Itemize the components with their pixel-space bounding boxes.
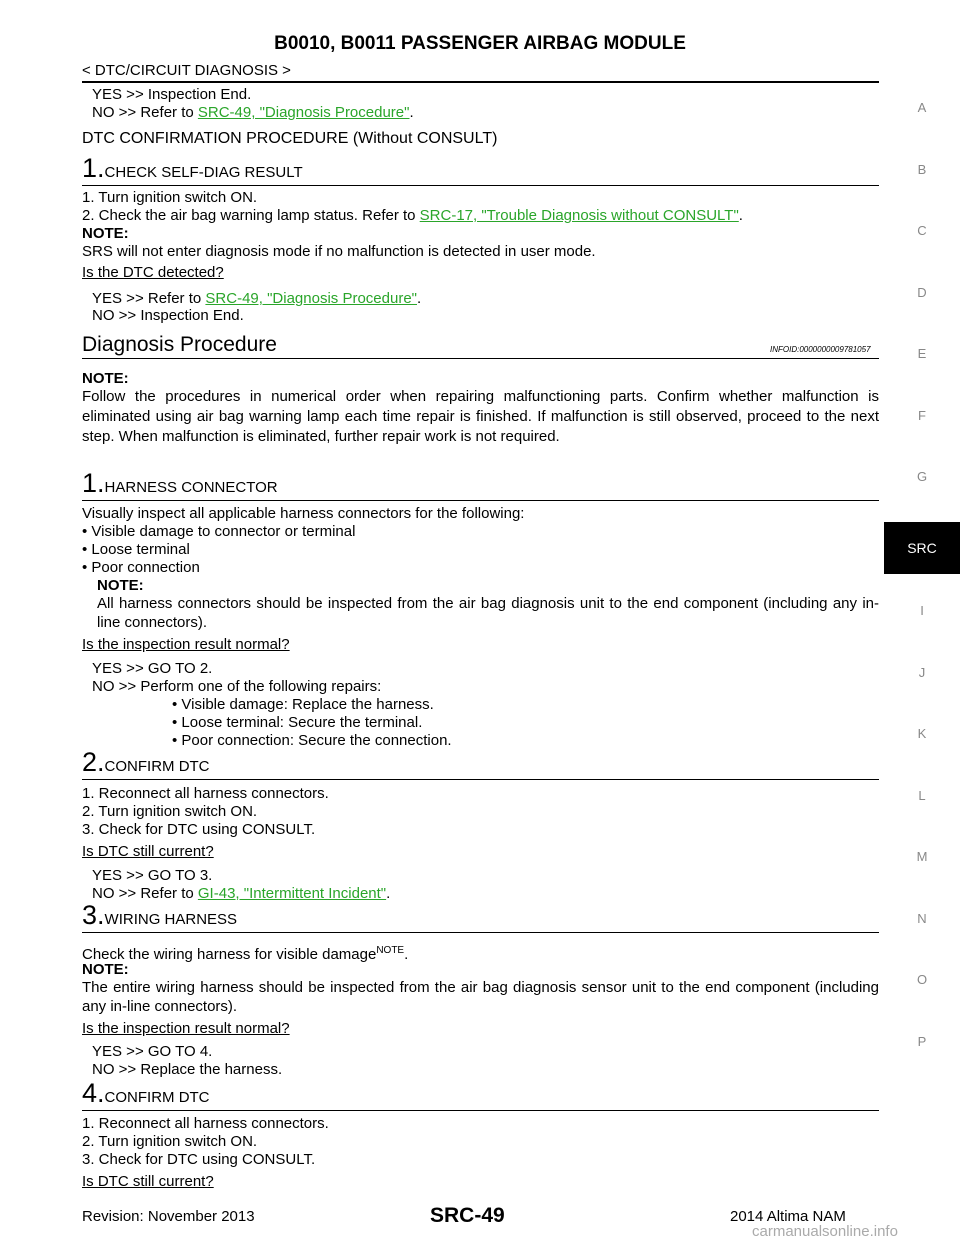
selfdiag-question: Is the DTC detected?	[82, 264, 224, 281]
tab-b[interactable]: B	[917, 162, 927, 177]
link-gi-43[interactable]: GI-43, "Intermittent Incident"	[197, 885, 387, 902]
tab-d[interactable]: D	[917, 285, 927, 300]
list-item: • Visible damage to connector or termina…	[82, 523, 356, 540]
tab-g[interactable]: G	[916, 469, 928, 484]
note-label: NOTE:	[82, 370, 129, 387]
step-heading-1: 1.HARNESS CONNECTOR	[82, 468, 278, 498]
list-item: • Poor connection	[82, 559, 200, 576]
step-divider	[82, 185, 879, 186]
step1-question: Is the inspection result normal?	[82, 636, 290, 653]
tab-m[interactable]: M	[916, 849, 928, 864]
link-src-49[interactable]: SRC-49, "Diagnosis Procedure"	[197, 104, 410, 121]
selfdiag-no: NO >> Inspection End.	[92, 307, 244, 324]
page-title: B0010, B0011 PASSENGER AIRBAG MODULE	[274, 33, 686, 54]
step1-no: NO >> Perform one of the following repai…	[92, 678, 382, 695]
tab-i[interactable]: I	[920, 603, 924, 618]
watermark: carmanualsonline.info	[752, 1223, 898, 1240]
dtc-confirmation-heading: DTC CONFIRMATION PROCEDURE (Without CONS…	[82, 130, 498, 147]
step-heading-4: 4.CONFIRM DTC	[82, 1078, 210, 1108]
page-number: SRC-49	[430, 1204, 505, 1227]
tab-c[interactable]: C	[917, 223, 927, 238]
note-label: NOTE:	[82, 961, 129, 978]
step4-question: Is DTC still current?	[82, 1173, 214, 1190]
diagnosis-procedure-heading: Diagnosis Procedure	[82, 333, 277, 356]
diagnosis-note: Follow the procedures in numerical order…	[82, 388, 879, 445]
list-item: 3. Check for DTC using CONSULT.	[82, 1151, 316, 1168]
step1-yes: YES >> GO TO 2.	[92, 660, 213, 677]
step3-yes: YES >> GO TO 4.	[92, 1043, 213, 1060]
header-divider	[82, 81, 879, 83]
note-label: NOTE:	[82, 225, 129, 242]
step-divider	[82, 932, 879, 933]
info-id: INFOID:0000000009781057	[770, 345, 871, 354]
tab-p[interactable]: P	[917, 1034, 927, 1049]
link-src-49[interactable]: SRC-49, "Diagnosis Procedure"	[205, 290, 417, 307]
step-heading-selfdiag: 1.CHECK SELF-DIAG RESULT	[82, 153, 303, 183]
note-label: NOTE:	[97, 577, 144, 594]
tab-j[interactable]: J	[918, 665, 926, 680]
tab-o[interactable]: O	[916, 972, 928, 987]
model-year: 2014 Altima NAM	[730, 1208, 846, 1225]
link-src-17[interactable]: SRC-17, "Trouble Diagnosis without CONSU…	[419, 207, 739, 224]
selfdiag-note: SRS will not enter diagnosis mode if no …	[82, 243, 596, 260]
step3-note: The entire wiring harness should be insp…	[82, 979, 879, 1015]
list-item: 3. Check for DTC using CONSULT.	[82, 821, 316, 838]
top-no: NO >> Refer to SRC-49, "Diagnosis Proced…	[92, 104, 414, 121]
step3-no: NO >> Replace the harness.	[92, 1061, 283, 1078]
top-yes: YES >> Inspection End.	[92, 86, 252, 103]
selfdiag-yes: YES >> Refer to SRC-49, "Diagnosis Proce…	[92, 290, 422, 307]
list-item: • Poor connection: Secure the connection…	[172, 732, 452, 749]
step1-intro: Visually inspect all applicable harness …	[82, 505, 525, 522]
tab-l[interactable]: L	[918, 788, 926, 803]
tab-a[interactable]: A	[917, 100, 927, 115]
tab-n[interactable]: N	[917, 911, 927, 926]
tab-f[interactable]: F	[918, 408, 926, 423]
section-subheader: < DTC/CIRCUIT DIAGNOSIS >	[82, 62, 291, 79]
step2-no: NO >> Refer to GI-43, "Intermittent Inci…	[92, 885, 391, 902]
step-divider	[82, 779, 879, 780]
step2-question: Is DTC still current?	[82, 843, 214, 860]
step2-yes: YES >> GO TO 3.	[92, 867, 213, 884]
list-item: 1. Reconnect all harness connectors.	[82, 1115, 329, 1132]
tab-k[interactable]: K	[917, 726, 927, 741]
list-item: • Visible damage: Replace the harness.	[172, 696, 434, 713]
revision-date: Revision: November 2013	[82, 1208, 255, 1225]
list-item: 2. Turn ignition switch ON.	[82, 1133, 258, 1150]
step-heading-2: 2.CONFIRM DTC	[82, 747, 210, 777]
tab-e[interactable]: E	[917, 346, 927, 361]
section-divider	[82, 358, 879, 359]
list-item: • Loose terminal	[82, 541, 190, 558]
step-divider	[82, 1110, 879, 1111]
list-item: • Loose terminal: Secure the terminal.	[172, 714, 423, 731]
step-heading-3: 3.WIRING HARNESS	[82, 900, 238, 930]
step1-note: All harness connectors should be inspect…	[97, 595, 879, 631]
selfdiag-line2: 2. Check the air bag warning lamp status…	[82, 207, 743, 224]
selfdiag-line1: 1. Turn ignition switch ON.	[82, 189, 258, 206]
step3-question: Is the inspection result normal?	[82, 1020, 290, 1037]
tab-src[interactable]: SRC	[884, 522, 960, 574]
list-item: 2. Turn ignition switch ON.	[82, 803, 258, 820]
list-item: 1. Reconnect all harness connectors.	[82, 785, 329, 802]
step-divider	[82, 500, 879, 501]
step3-check: Check the wiring harness for visible dam…	[82, 945, 409, 963]
